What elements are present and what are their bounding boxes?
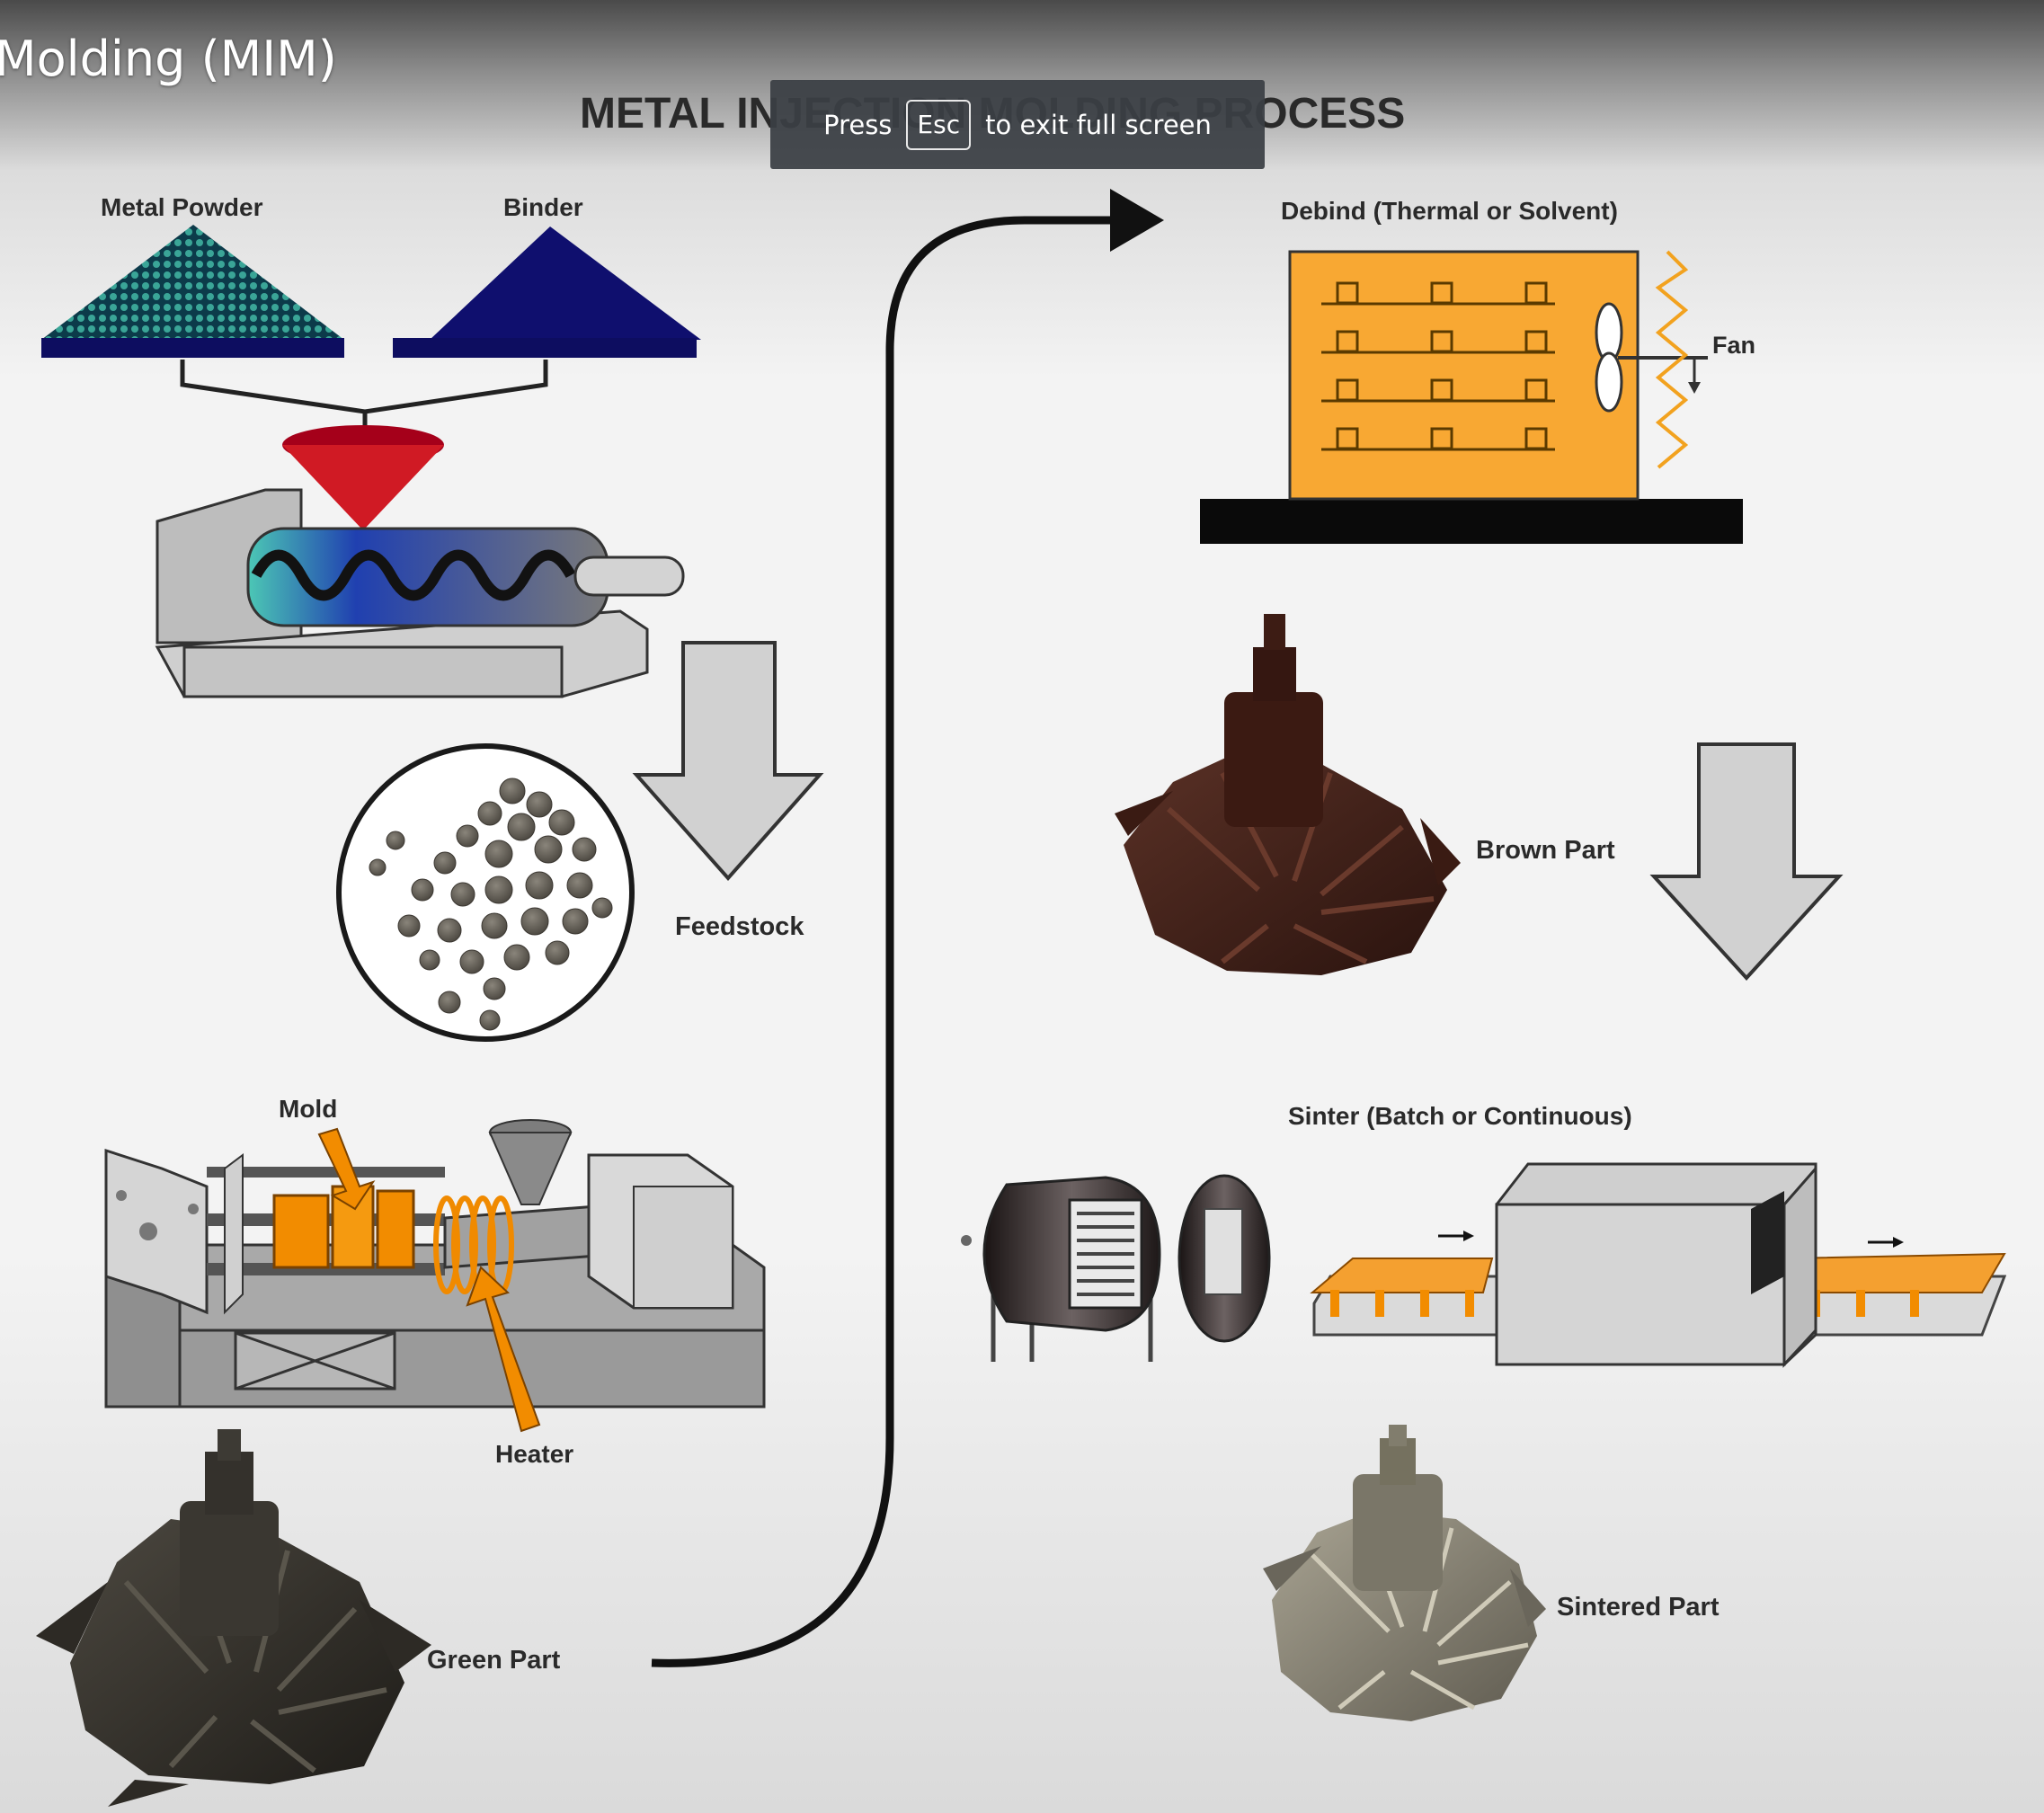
label-sintered-part: Sintered Part bbox=[1557, 1593, 1720, 1622]
debind-oven bbox=[1200, 250, 1743, 544]
mold-pointer-arrow bbox=[317, 1127, 376, 1211]
binder-pile bbox=[393, 227, 701, 358]
injection-molding-machine bbox=[104, 1119, 766, 1409]
label-sinter: Sinter (Batch or Continuous) bbox=[1288, 1102, 1632, 1130]
green-part-rotor bbox=[36, 1429, 431, 1807]
label-fan: Fan bbox=[1712, 332, 1755, 359]
brown-part-rotor bbox=[1115, 614, 1461, 975]
label-metal-powder: Metal Powder bbox=[101, 193, 263, 221]
heater-pointer-arrow bbox=[466, 1266, 541, 1433]
sintered-part-rotor bbox=[1263, 1425, 1546, 1721]
feed-lines bbox=[180, 360, 548, 414]
label-brown-part: Brown Part bbox=[1476, 836, 1615, 865]
label-heater: Heater bbox=[495, 1440, 573, 1468]
label-binder: Binder bbox=[503, 193, 583, 221]
exit-fullscreen-toast: Press Esc to exit full screen bbox=[770, 80, 1265, 169]
continuous-sinter-furnace bbox=[1310, 1162, 2007, 1368]
process-flow-arrow bbox=[651, 189, 1164, 1667]
video-title: Molding (MIM) bbox=[0, 31, 337, 87]
compounder-machine bbox=[155, 488, 685, 698]
esc-key-badge: Esc bbox=[906, 99, 972, 150]
batch-vacuum-furnace bbox=[961, 1174, 1271, 1362]
label-debind: Debind (Thermal or Solvent) bbox=[1281, 197, 1618, 225]
label-green-part: Green Part bbox=[427, 1646, 561, 1675]
toast-press-text: Press bbox=[823, 109, 893, 140]
metal-powder-pile bbox=[41, 225, 344, 358]
down-arrow-sinter bbox=[1649, 742, 1844, 981]
label-mold: Mold bbox=[279, 1095, 337, 1123]
toast-message: to exit full screen bbox=[985, 109, 1212, 140]
down-arrow-feedstock bbox=[632, 641, 824, 882]
label-feedstock: Feedstock bbox=[675, 912, 804, 941]
feedstock-pellets bbox=[336, 743, 635, 1042]
hopper bbox=[282, 425, 444, 530]
